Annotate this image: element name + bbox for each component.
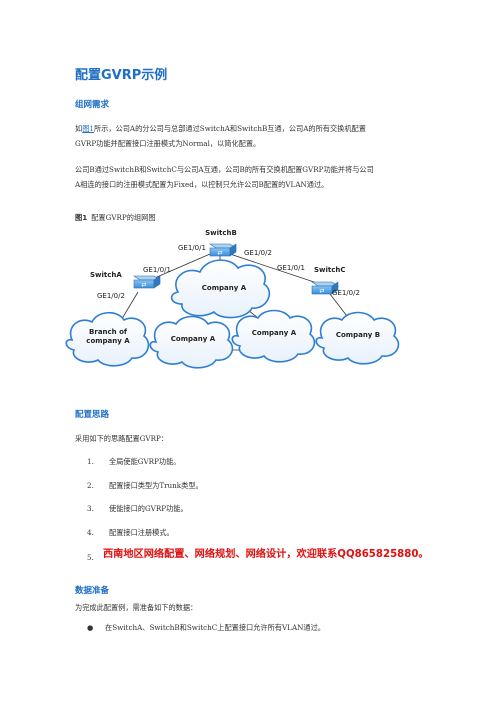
step-1-num: 1. xyxy=(87,457,94,466)
switch-c-icon: ⇄ xyxy=(319,288,324,295)
switch-b-label: SwitchB xyxy=(205,229,237,237)
bullet-item: ● 在SwitchA、SwitchB和SwitchC上配置接口允许所有VLAN通过… xyxy=(87,623,325,633)
step-5: 5. xyxy=(75,553,109,562)
step-3-num: 3. xyxy=(87,504,94,513)
section-heading-networking: 组网需求 xyxy=(75,100,110,110)
section-heading-approach: 配置思路 xyxy=(75,410,110,420)
paragraph-2-line2: A相连的接口的注册模式配置为Fixed，以控制只允许公司B配置的VLAN通过。 xyxy=(75,180,329,189)
port-a-ge1: GE1/0/1 xyxy=(143,266,171,274)
paragraph-1-line2: GVRP功能并配置接口注册模式为Normal，以简化配置。 xyxy=(75,139,261,148)
switch-a-label: SwitchA xyxy=(90,271,122,279)
port-a-ge2: GE1/0/2 xyxy=(97,292,125,300)
page-title: 配置GVRP示例 xyxy=(75,68,168,83)
step-2-num: 2. xyxy=(87,481,94,490)
paragraph-2: 公司B通过SwitchB和SwitchC与公司A互通，公司B的所有交换机配置GV… xyxy=(75,162,435,192)
cloud-right xyxy=(231,309,316,363)
network-diagram: ⇄ ⇄ ⇄ SwitchB SwitchA SwitchC GE1/0/1 GE… xyxy=(65,229,400,369)
figure-link[interactable]: 图1 xyxy=(82,124,94,133)
section-heading-data: 数据准备 xyxy=(75,586,110,596)
switch-b: ⇄ xyxy=(209,243,237,257)
cloud-left-label: Company A xyxy=(171,335,216,343)
step-2-text: 配置接口类型为Trunk类型。 xyxy=(109,481,203,490)
switch-a-icon: ⇄ xyxy=(141,282,146,289)
step-3-text: 使能接口的GVRP功能。 xyxy=(109,504,188,513)
cloud-right-label: Company A xyxy=(252,329,297,337)
figure-caption-text: 配置GVRP的组网图 xyxy=(91,213,156,222)
step-1: 1. 全局使能GVRP功能。 xyxy=(75,457,181,467)
step-2: 2. 配置接口类型为Trunk类型。 xyxy=(75,481,203,491)
step-3: 3. 使能接口的GVRP功能。 xyxy=(75,504,188,514)
bullet-dot-icon: ● xyxy=(87,623,94,632)
port-b-ge2: GE1/0/2 xyxy=(244,249,272,257)
cloud-company-b xyxy=(315,311,400,365)
cloud-center-label: Company A xyxy=(202,284,247,292)
step-1-text: 全局使能GVRP功能。 xyxy=(109,457,181,466)
port-c-ge2: GE1/0/2 xyxy=(332,289,360,297)
contact-ad: 西南地区网络配置、网络规划、网络设计，欢迎联系QQ865825880。 xyxy=(103,549,429,560)
paragraph-1: 如图1所示，公司A的分公司与总部通过SwitchA和SwitchB互通，公司A的… xyxy=(75,121,435,151)
switch-b-icon: ⇄ xyxy=(217,250,222,257)
step-4: 4. 配置接口注册模式。 xyxy=(75,528,174,538)
port-b-ge1: GE1/0/1 xyxy=(178,244,206,252)
switch-c-label: SwitchC xyxy=(314,266,346,274)
cloud-branch xyxy=(65,311,150,367)
paragraph-2-line1: 公司B通过SwitchB和SwitchC与公司A互通，公司B的所有交换机配置GV… xyxy=(75,165,374,174)
paragraph-1-line1: 所示，公司A的分公司与总部通过SwitchA和SwitchB互通，公司A的所有交… xyxy=(93,124,366,133)
approach-intro: 采用如下的思路配置GVRP： xyxy=(75,434,169,443)
paragraph-1-prefix: 如 xyxy=(75,124,83,133)
cloud-branch-label-2: company A xyxy=(86,337,130,345)
port-c-ge1: GE1/0/1 xyxy=(277,264,305,272)
link-b-c xyxy=(229,253,321,285)
cloud-branch-label-1: Branch of xyxy=(89,328,128,336)
switch-c: ⇄ xyxy=(311,281,339,295)
step-4-num: 4. xyxy=(87,528,94,537)
cloud-company-b-label: Company B xyxy=(336,331,380,339)
data-intro: 为完成此配置例，需准备如下的数据： xyxy=(75,603,198,612)
cloud-left xyxy=(149,315,234,369)
switch-a: ⇄ xyxy=(133,275,161,289)
figure-label: 图1 xyxy=(75,213,88,222)
bullet-text: 在SwitchA、SwitchB和SwitchC上配置接口允许所有VLAN通过。 xyxy=(105,623,325,632)
step-4-text: 配置接口注册模式。 xyxy=(109,528,174,537)
cloud-center xyxy=(170,259,270,319)
step-5-num: 5. xyxy=(87,553,94,562)
link-a-branch xyxy=(119,291,139,323)
